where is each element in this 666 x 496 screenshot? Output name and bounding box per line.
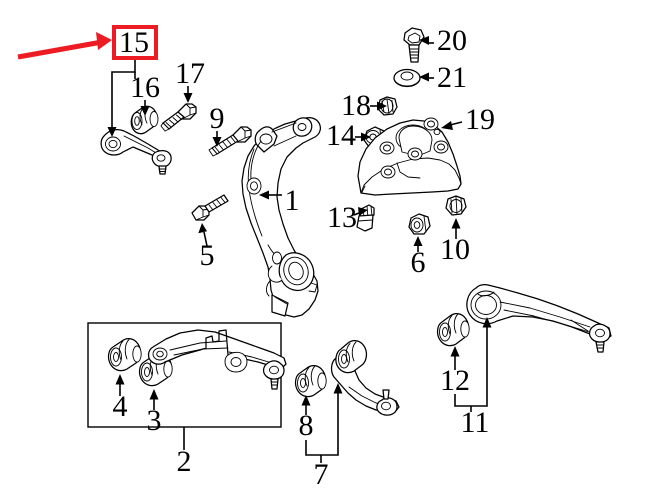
callout-4[interactable]: 4 [113,390,128,423]
callout-10[interactable]: 10 [440,233,470,266]
callout-18[interactable]: 18 [341,89,371,122]
callout-15[interactable]: 15 [119,26,149,59]
leader-18 [370,101,387,111]
leader-5 [198,223,208,247]
callout-6[interactable]: 6 [411,246,426,279]
part-strut-mount-washer [393,68,421,88]
leader-14 [355,132,371,142]
part-strut-mount-bolt [403,27,425,63]
part-flange-nut [408,213,431,235]
callout-11[interactable]: 11 [461,406,490,439]
leader-7 [305,383,343,463]
part-upper-control-arm-assembly-right [466,284,612,353]
leader-17 [183,86,193,103]
part-stabilizer-link-assembly [100,129,172,175]
leader-13 [353,207,368,216]
red-pointer-arrow [17,32,112,60]
part-upper-control-arm-assembly-left [330,339,400,416]
callout-19[interactable]: 19 [465,103,495,136]
part-link-bolt [160,103,197,132]
callout-2[interactable]: 2 [177,445,192,478]
leader-21 [419,72,434,82]
callout-14[interactable]: 14 [326,119,356,152]
callout-13[interactable]: 13 [327,201,357,234]
part-strut-mount-nut-upper [377,96,398,116]
part-upper-arm-bushing-right [436,312,470,347]
leader-15 [107,60,136,137]
callout-17[interactable]: 17 [175,57,205,90]
leader-16 [140,100,150,116]
part-control-arm-bushing-front [107,337,142,372]
callout-12[interactable]: 12 [440,364,470,397]
leader-9 [212,131,222,147]
part-upper-arm-bushing-left [294,364,327,398]
callout-7[interactable]: 7 [314,458,329,491]
part-pinch-bolt [208,126,252,157]
highlight-box-callout-15 [112,25,158,60]
leader-11 [454,317,492,412]
part-steering-knuckle [241,117,321,318]
part-hex-flange-bolt [191,194,229,221]
callout-16[interactable]: 16 [130,71,160,104]
leader-12 [450,346,460,370]
leader-4 [115,374,125,396]
leader-1 [259,190,282,200]
callout-5[interactable]: 5 [200,239,215,272]
leader-20 [419,36,434,45]
callout-3[interactable]: 3 [147,404,162,437]
leader-10 [451,218,461,239]
callout-20[interactable]: 20 [437,24,467,57]
leader-3 [149,389,159,410]
part-strut-mount-bracket [357,117,462,196]
leader-8 [301,395,311,415]
leader-19 [441,121,463,130]
leader-6 [413,236,423,252]
part-lock-nut [445,195,467,216]
callout-1[interactable]: 1 [285,184,300,217]
callout-9[interactable]: 9 [210,102,225,135]
callout-21[interactable]: 21 [437,61,467,94]
part-lower-control-arm-assembly [147,329,287,390]
callout-8[interactable]: 8 [299,409,314,442]
